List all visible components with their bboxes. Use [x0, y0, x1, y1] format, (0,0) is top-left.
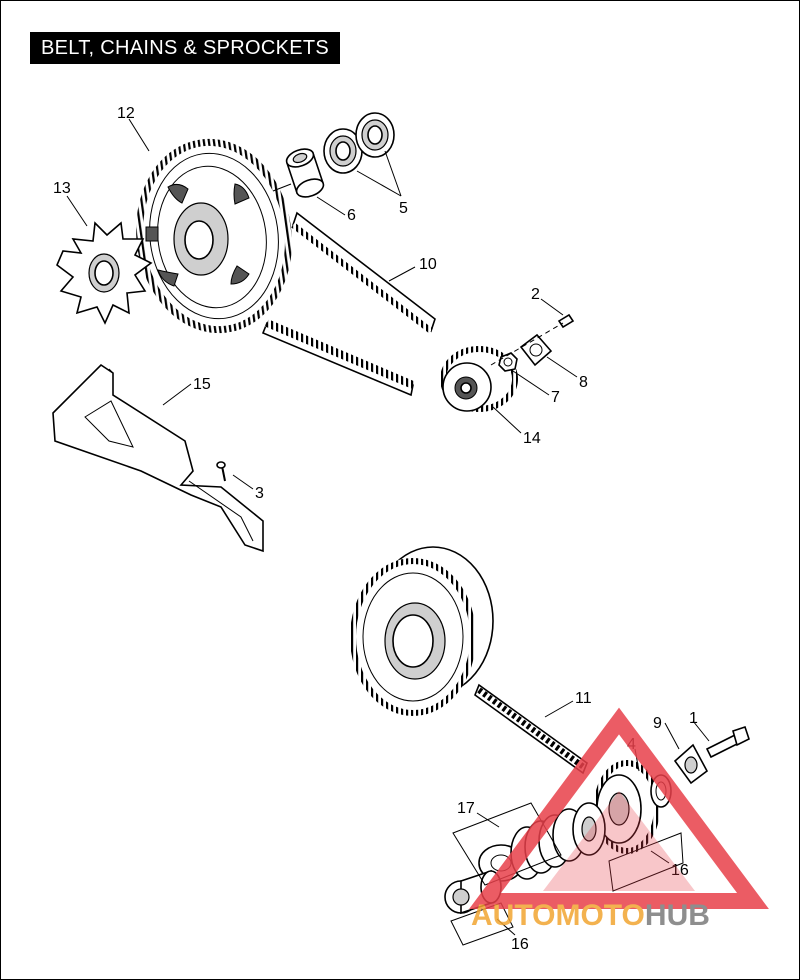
- callout-numbers: 12 13 6 5 10 2 8 7 14 15 3 11 9 1 4 17 1…: [53, 105, 698, 953]
- drive-belt-upper: [291, 211, 436, 334]
- callout-2: 2: [531, 286, 540, 303]
- callout-14: 14: [523, 430, 541, 447]
- watermark-text-primary: AUTOMOTOHUB: [471, 899, 710, 932]
- leader-lines: [66, 118, 710, 936]
- kit-bracket-16-upper: [608, 832, 684, 892]
- callout-12: 12: [117, 105, 135, 122]
- clutch-shell: [350, 546, 494, 716]
- compensator-bolt: [705, 725, 750, 759]
- drive-belt-lower: [261, 319, 415, 397]
- compensator-sprocket: [594, 760, 660, 854]
- callout-6: 6: [347, 207, 356, 224]
- callout-9: 9: [653, 715, 662, 732]
- sprocket-isolator: [56, 221, 153, 325]
- callout-11: 11: [575, 690, 592, 707]
- primary-chain: [474, 683, 588, 775]
- wheel-bearings: [323, 112, 395, 174]
- guard-screw: [216, 461, 226, 482]
- callout-16-lower: 16: [511, 936, 529, 953]
- callout-1: 1: [689, 710, 698, 727]
- callout-8: 8: [579, 374, 588, 391]
- callout-16-upper: 16: [671, 862, 689, 879]
- wheel-spacer: [272, 148, 325, 198]
- callout-15: 15: [193, 376, 211, 393]
- watermark-logo: AUTOMOTOHUB: [469, 707, 769, 932]
- callout-3: 3: [255, 485, 264, 502]
- lock-plate: [519, 333, 553, 367]
- callout-5: 5: [399, 200, 408, 217]
- kit-bracket-17: [452, 802, 562, 886]
- watermark-part2: HUB: [645, 899, 710, 932]
- belt-guard: [52, 363, 264, 553]
- page-title: BELT, CHAINS & SPROCKETS: [30, 32, 341, 64]
- sprocket-nut: [498, 352, 518, 372]
- callout-7: 7: [551, 389, 560, 406]
- transmission-sprocket: [440, 346, 518, 412]
- callout-17: 17: [457, 800, 475, 817]
- rear-belt-sprocket: [136, 138, 292, 334]
- callout-10: 10: [419, 256, 437, 273]
- watermark-part1: AUTOMOTO: [471, 899, 645, 932]
- lock-plate-screw: [490, 313, 575, 366]
- compensator-cover: [673, 743, 709, 785]
- callout-13: 13: [53, 180, 71, 197]
